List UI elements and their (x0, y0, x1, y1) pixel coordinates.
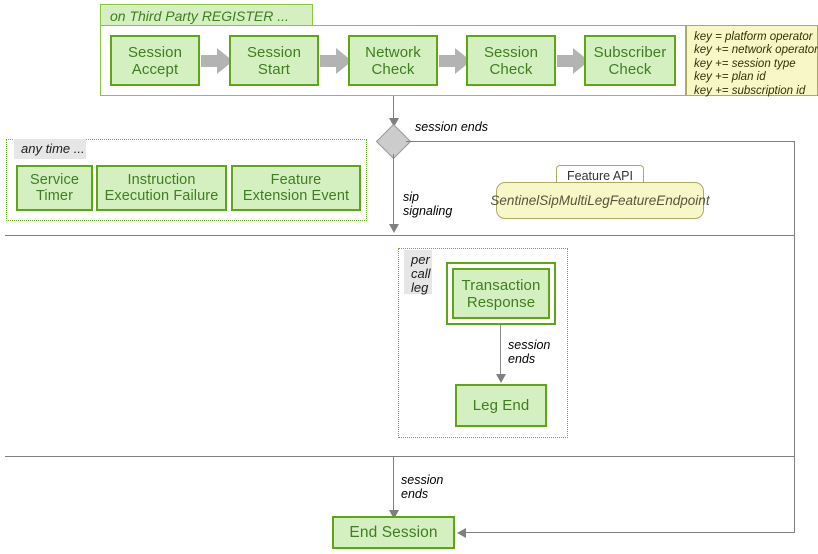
lane-separator-top (5, 235, 795, 237)
lane-body-per-call-leg (398, 248, 568, 438)
lane-tab-per-call-leg-line: call (411, 266, 431, 281)
arrow-down-icon (496, 374, 506, 383)
key-note-line: key += subscription id (694, 84, 806, 97)
edge-label-bottom-session-ends: session ends (401, 473, 443, 501)
feature-api-endpoint: SentinelSipMultiLegFeatureEndpoint (490, 182, 710, 219)
edge-label-bottom-session-ends-line: session (401, 473, 444, 487)
key-note: key = platform operator key += network o… (686, 25, 818, 97)
arrow-down-icon (389, 224, 399, 233)
block-arrow-right-icon (201, 48, 233, 74)
connector-right-rail (794, 141, 796, 533)
node-end-session[interactable]: End Session (332, 516, 455, 549)
block-arrow-right-icon (439, 48, 471, 74)
edge-label-leg-session-ends: session ends (508, 338, 550, 366)
edge-label-sip-signaling-line: signaling (403, 204, 453, 218)
edge-label-leg-session-ends-line: session (508, 338, 551, 352)
connector-session-ends-right (406, 141, 795, 143)
key-note-line: key += network operator (694, 44, 818, 57)
block-arrow-right-icon (320, 48, 352, 74)
edge-label-sip-signaling: sip signaling (403, 190, 452, 218)
connector-to-end-session (393, 456, 395, 512)
connector-rail-to-end-session (466, 532, 795, 534)
edge-label-sip-signaling-line: sip (403, 190, 419, 204)
lane-body-any-time (6, 139, 367, 221)
arrow-left-icon (457, 528, 466, 538)
node-leg-end[interactable]: Leg End (455, 384, 547, 427)
node-end-session-text: End Session (349, 524, 438, 541)
block-arrow-right-icon (557, 48, 589, 74)
edge-label-leg-session-ends-line: ends (508, 352, 536, 366)
connector-decision-to-sip (393, 154, 395, 226)
node-leg-end-text: Leg End (472, 397, 530, 414)
lane-tab-per-call-leg-line: per (411, 252, 430, 267)
lane-tab-any-time: any time ... (14, 139, 86, 159)
lane-tab-per-call-leg: per call leg (404, 250, 432, 295)
lane-tab-per-call-leg-line: leg (411, 280, 429, 295)
key-note-line: key = platform operator (694, 31, 813, 43)
lane-tab-third-party-register: on Third Party REGISTER ... (100, 4, 313, 26)
connector-lane-to-decision (393, 96, 395, 120)
connector-transaction-to-leg-end (500, 325, 502, 376)
edge-label-session-ends: session ends (415, 120, 488, 134)
arrow-down-icon (389, 510, 399, 519)
key-note-line: key += plan id (694, 71, 766, 84)
arrow-down-icon (389, 118, 399, 127)
key-note-line: key += session type (694, 57, 796, 70)
lane-separator-bottom (5, 456, 795, 458)
edge-label-bottom-session-ends-line: ends (401, 487, 429, 501)
